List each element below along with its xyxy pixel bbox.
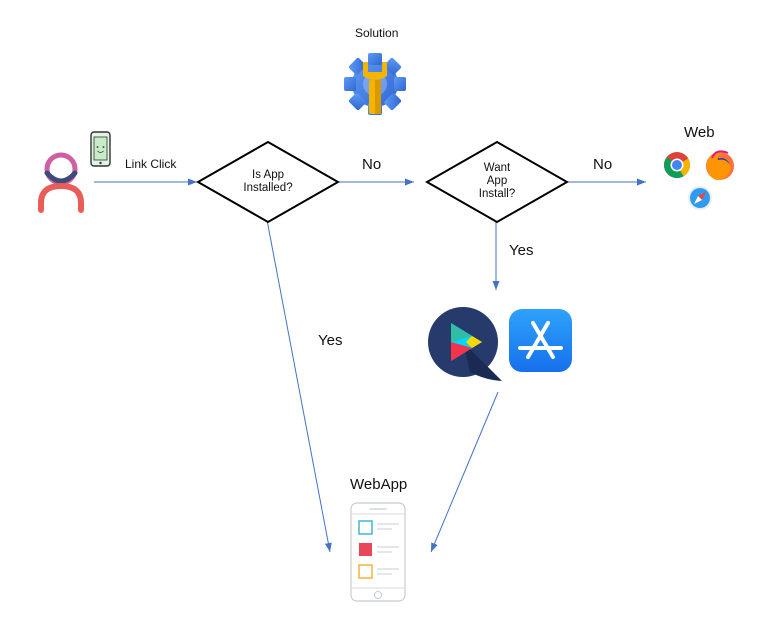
edge-label-installed-yes: Yes [318, 332, 343, 349]
google-play-icon [428, 307, 502, 381]
firefox-icon [706, 150, 734, 180]
diagram-title: Solution [355, 26, 399, 40]
smartphone-icon [90, 131, 111, 167]
decision-want-line2: App [486, 175, 508, 187]
webapp-phone-icon [350, 502, 406, 602]
decision-installed-line1: Is App [252, 169, 284, 181]
decision-want-line3: Install? [478, 188, 516, 200]
chrome-icon [664, 152, 691, 179]
decision-installed-line2: Installed? [243, 182, 293, 194]
webapp-label: WebApp [350, 476, 408, 493]
decision-installed-diamond [195, 140, 341, 224]
web-label: Web [684, 124, 715, 141]
decision-want-text: Want App Install? [457, 162, 537, 201]
user-icon [38, 152, 84, 213]
decision-installed-text: Is App Installed? [228, 169, 308, 195]
app-store-icon [509, 309, 572, 372]
edge-label-want-no: No [593, 156, 613, 173]
edge-label-installed-no: No [362, 156, 382, 173]
edge-store-to-webapp-arrow [430, 391, 499, 553]
decision-want-diamond [424, 140, 570, 224]
edge-label-want-yes: Yes [509, 242, 534, 259]
edge-label-link-click: Link Click [125, 157, 177, 171]
decision-want-line1: Want [483, 162, 511, 174]
edge-installed-yes-arrow [266, 219, 332, 553]
gear-wrench-icon [344, 53, 406, 115]
safari-icon [688, 186, 712, 210]
